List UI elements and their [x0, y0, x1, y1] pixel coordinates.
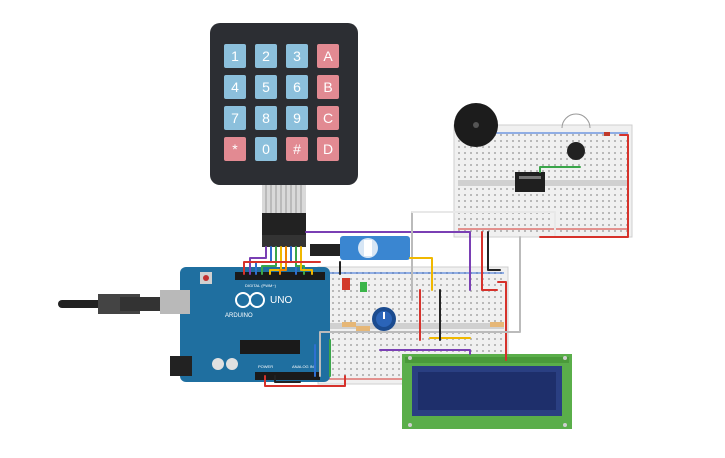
keypad-key-8[interactable]: 8: [255, 106, 277, 130]
keypad-key-label: 9: [293, 110, 301, 126]
usb-cable: [58, 294, 160, 314]
keypad-key-C[interactable]: C: [317, 106, 339, 130]
wire-18: [497, 281, 507, 361]
keypad-key-5[interactable]: 5: [255, 75, 277, 99]
keypad-key-*[interactable]: *: [224, 137, 246, 161]
arduino-power-label: POWER: [258, 364, 273, 369]
keypad-key-label: #: [293, 141, 301, 157]
wire-10: [411, 211, 556, 238]
keypad-key-label: 3: [293, 48, 301, 64]
wire-16: [539, 134, 629, 238]
potentiometer: [372, 307, 396, 331]
wire-15: [487, 231, 501, 271]
keypad-key-label: 6: [293, 79, 301, 95]
keypad-key-label: B: [323, 79, 332, 95]
keypad-key-2[interactable]: 2: [255, 44, 277, 68]
keypad-ribbon-cable: [262, 183, 306, 247]
keypad-4x4: 1 2 3 A 4 5 6 B 7 8 9 C * 0 # D: [210, 23, 358, 185]
wire-11: [243, 261, 321, 275]
keypad-key-label: 8: [262, 110, 270, 126]
keypad-key-label: 4: [231, 79, 239, 95]
piezo-buzzer: [454, 103, 498, 147]
wire-0: [249, 246, 267, 275]
relay-module: [515, 172, 545, 192]
wire-4: [279, 246, 287, 275]
keypad-key-7[interactable]: 7: [224, 106, 246, 130]
keypad-key-4[interactable]: 4: [224, 75, 246, 99]
wire-22: [264, 375, 346, 387]
keypad-key-label: *: [232, 141, 238, 157]
keypad-key-#[interactable]: #: [286, 137, 308, 161]
keypad-key-label: 0: [262, 141, 270, 157]
keypad-key-A[interactable]: A: [317, 44, 339, 68]
arduino-model-label: UNO: [270, 295, 292, 306]
wire-7: [300, 246, 313, 275]
led-green: [360, 282, 367, 292]
keypad-key-label: A: [323, 48, 333, 64]
wire-24: [379, 349, 471, 355]
servo-motor: [310, 236, 410, 260]
keypad-key-label: D: [323, 141, 333, 157]
wire-14: [481, 231, 498, 291]
wire-2: [261, 246, 277, 275]
keypad-key-1[interactable]: 1: [224, 44, 246, 68]
keypad-key-B[interactable]: B: [317, 75, 339, 99]
wire-13: [409, 257, 433, 291]
keypad-key-label: 5: [262, 79, 270, 95]
arduino-logo-icon: [235, 292, 265, 308]
wire-3: [269, 246, 282, 275]
sensor-dome: [561, 113, 591, 160]
led-red: [342, 278, 350, 290]
arduino-brand-label: ARDUINO: [225, 313, 253, 319]
keypad-key-label: 1: [231, 48, 239, 64]
keypad-key-label: C: [323, 110, 333, 126]
wire-17: [539, 166, 581, 173]
arduino-header-label: DIGITAL (PWM~): [245, 283, 277, 288]
keypad-key-D[interactable]: D: [317, 137, 339, 161]
keypad-key-9[interactable]: 9: [286, 106, 308, 130]
keypad-key-label: 7: [231, 110, 239, 126]
keypad-key-label: 2: [262, 48, 270, 64]
arduino-uno-board: ARDUINO UNO DIGITAL (PWM~) POWER ANALOG …: [160, 267, 330, 382]
keypad-key-0[interactable]: 0: [255, 137, 277, 161]
lcd-16x2: [402, 354, 572, 429]
wire-23: [274, 375, 301, 383]
wire-group: [243, 134, 629, 387]
arduino-analog-label: ANALOG IN: [292, 364, 314, 369]
wire-8: [305, 231, 471, 291]
keypad-key-6[interactable]: 6: [286, 75, 308, 99]
resistor: [342, 322, 504, 331]
keypad-key-3[interactable]: 3: [286, 44, 308, 68]
